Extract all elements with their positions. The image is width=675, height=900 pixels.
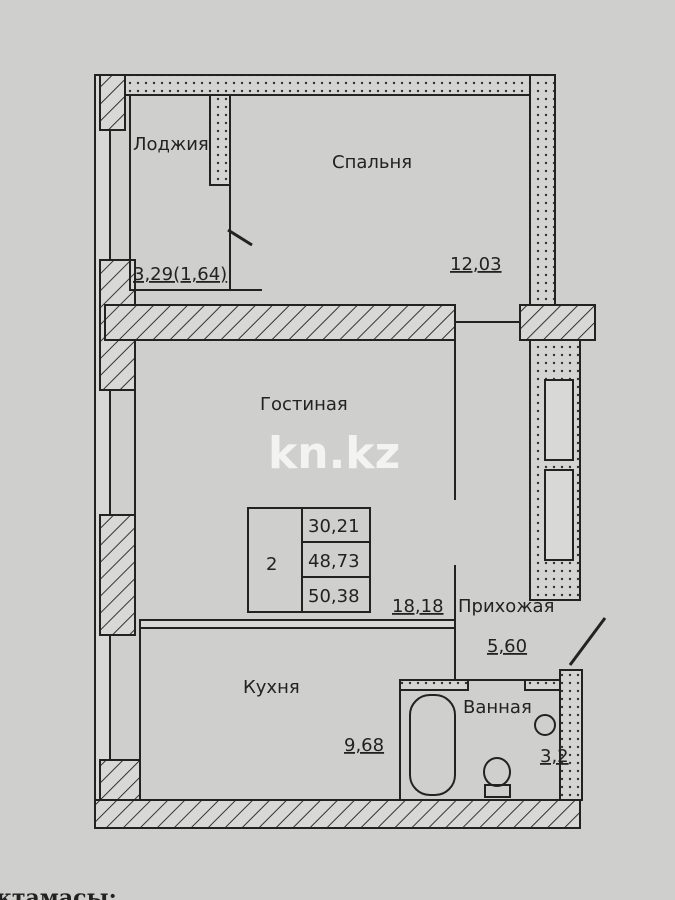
living-label: Гостиная <box>260 394 348 415</box>
bedroom-area: 12,03 <box>450 254 502 275</box>
loggia-area: 3,29(1,64) <box>133 264 227 285</box>
kitchen-label: Кухня <box>243 677 300 698</box>
total-area: 48,73 <box>308 551 360 572</box>
loggia-label: Лоджия <box>133 134 209 155</box>
living-area: 18,18 <box>392 596 444 617</box>
wall-bedroom-right <box>529 74 556 306</box>
hall-area: 5,60 <box>487 636 527 657</box>
rooms-count: 2 <box>266 554 277 575</box>
wall-top <box>109 74 556 96</box>
watermark: kn.kz <box>268 428 400 479</box>
wall-middle <box>104 304 456 341</box>
living-area-total: 30,21 <box>308 516 360 537</box>
bathtub <box>409 694 456 796</box>
wall-bottom <box>94 799 581 829</box>
footer-text: ктамасы: <box>0 885 117 900</box>
bathroom-area: 3,2 <box>540 746 569 767</box>
kitchen-area: 9,68 <box>344 735 384 756</box>
wall-left <box>94 74 111 801</box>
toilet <box>483 757 511 787</box>
sink <box>534 714 556 736</box>
bedroom-label: Спальня <box>332 152 412 173</box>
total-with-loggia: 50,38 <box>308 586 360 607</box>
hall-label: Прихожая <box>458 596 554 617</box>
summary-table <box>247 507 371 613</box>
bathroom-label: Ванная <box>463 697 532 718</box>
